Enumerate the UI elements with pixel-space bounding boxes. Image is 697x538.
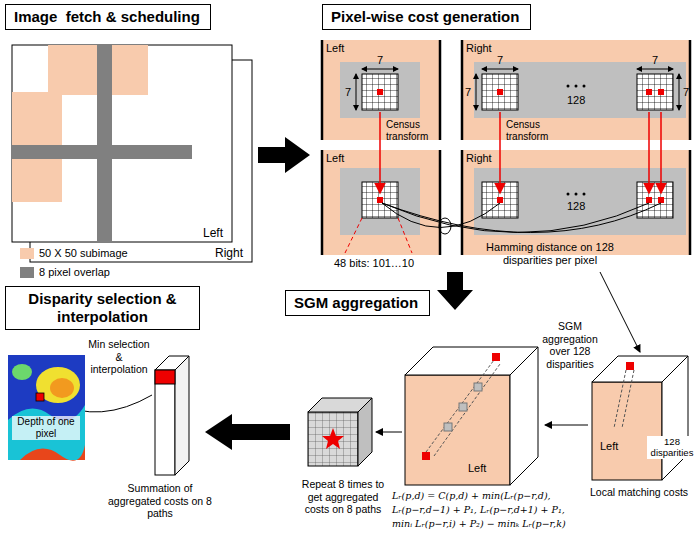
annotation-label: 7: [683, 86, 689, 99]
stage-header: Image fetch & scheduling: [5, 4, 211, 30]
annotation-label: Census transform: [386, 119, 438, 143]
stage-header: Pixel-wise cost generation: [322, 4, 531, 30]
annotation-label: SGM aggregation over 128 disparities: [540, 320, 600, 370]
annotation-label: 128: [567, 200, 585, 213]
header-text: SGM aggregation: [294, 294, 421, 312]
formula-line: Lᵣ(p,d) = C(p,d) + min(Lᵣ(p−r,d),: [392, 490, 551, 501]
annotation-label: Hamming distance on 128 disparities per …: [460, 241, 640, 267]
annotation-label: Depth of one pixel: [12, 416, 80, 440]
annotation-label: 128 disparities: [647, 436, 697, 459]
annotation-label: Left: [202, 226, 224, 240]
stage-header: SGM aggregation: [285, 290, 430, 316]
annotation-label: Census transform: [506, 119, 558, 143]
annotation-label: Right: [466, 152, 492, 165]
annotation-label: 7: [377, 54, 383, 67]
annotation-label: 128: [567, 94, 585, 107]
header-text: Disparity selection & interpolation: [14, 290, 191, 326]
header-text: Image fetch & scheduling: [14, 8, 202, 26]
formula-line: Lᵣ(p−r,d−1) + P₁, Lᵣ(p−r,d+1) + P₁,: [392, 504, 565, 515]
annotation-label: Summation of aggregated costs on 8 paths: [108, 482, 212, 520]
legend-swatch: [20, 267, 34, 278]
legend-text: 50 X 50 subimage: [38, 247, 129, 260]
annotation-label: Right: [214, 246, 244, 260]
legend-swatch: [20, 248, 34, 259]
formula-line: minᵢ Lᵣ(p−r,i) + P₂) − minₖ Lᵣ(p−r,k): [392, 518, 566, 529]
annotation-label: Left: [326, 152, 344, 165]
annotation-label: 7: [652, 54, 658, 67]
annotation-label: 7: [497, 54, 503, 67]
header-text: Pixel-wise cost generation: [331, 8, 522, 26]
annotation-label: 7: [465, 86, 471, 99]
annotation-label: Repeat 8 times to get aggregated costs o…: [296, 478, 390, 516]
stage-header: Disparity selection & interpolation: [5, 286, 200, 330]
annotation-label: Right: [466, 42, 492, 55]
annotation-label: 7: [345, 86, 351, 99]
annotation-label: Local matching costs: [590, 486, 688, 499]
annotation-label: Min selection & interpolation: [86, 338, 152, 376]
annotation-label: Left: [468, 462, 486, 475]
annotation-label: Left: [600, 440, 618, 453]
legend-text: 8 pixel overlap: [38, 266, 111, 279]
annotation-label: 48 bits: 101…10: [334, 257, 414, 270]
annotation-label: Left: [326, 42, 344, 55]
